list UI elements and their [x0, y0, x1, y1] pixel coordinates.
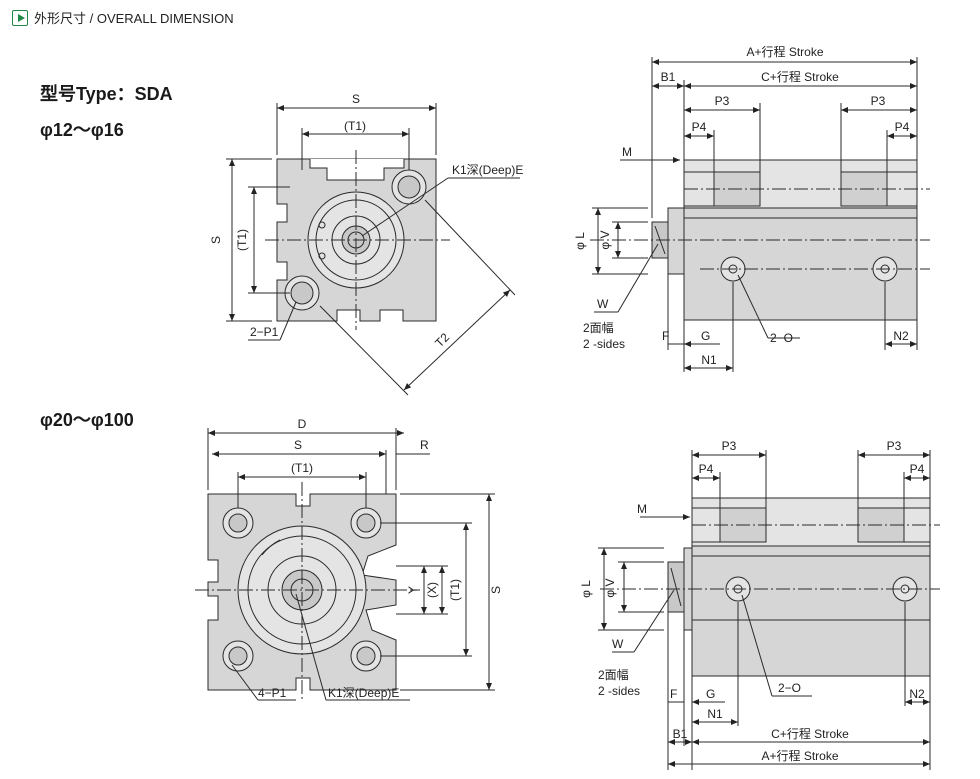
dim-phiL-large: φ L — [579, 580, 593, 598]
dim-P3-left-large: P3 — [722, 439, 737, 453]
dim-S-left-small: S — [209, 236, 223, 244]
dim-A-stroke-small: A+行程 Stroke — [746, 44, 823, 59]
dim-T1-right-large: (T1) — [448, 579, 462, 601]
label-2-O-small: 2−O — [770, 331, 793, 345]
dim-P3-left-small: P3 — [715, 94, 730, 108]
dim-T1-left-small: (T1) — [235, 229, 249, 251]
dim-M-large: M — [637, 502, 647, 516]
dim-N1-small: N1 — [701, 353, 717, 367]
dim-C-stroke-small: C+行程 Stroke — [761, 69, 839, 84]
label-K1-small: K1深(Deep)E — [452, 163, 523, 177]
dim-N2-small: N2 — [893, 329, 909, 343]
dim-S-top-small: S — [352, 92, 360, 106]
front-view-large — [195, 428, 495, 702]
label-2faces-large: 2面幅 — [598, 667, 629, 682]
dim-X: (X) — [425, 582, 439, 598]
dim-P4-right-large: P4 — [910, 462, 925, 476]
label-K1-large: K1深(Deep)E — [328, 686, 399, 700]
label-2sides-large: 2 -sides — [598, 684, 640, 698]
dim-F-small: F — [662, 329, 669, 343]
dim-Y: Y — [406, 586, 420, 594]
dim-P4-left-large: P4 — [699, 462, 714, 476]
label-W-large: W — [612, 637, 624, 651]
section-header: 外形尺寸 / OVERALL DIMENSION — [12, 8, 234, 27]
dim-P4-right-small: P4 — [895, 120, 910, 134]
range-large-label: φ20～φ100 — [40, 410, 134, 430]
range-small-label: φ12～φ16 — [40, 120, 124, 140]
dim-phiV-small: φ V — [598, 230, 612, 249]
dim-A-stroke-large: A+行程 Stroke — [761, 748, 838, 763]
dim-phiV-large: φ V — [603, 578, 617, 597]
label-2sides-small: 2 -sides — [583, 337, 625, 351]
play-icon — [12, 9, 28, 26]
side-view-large — [598, 450, 940, 770]
dim-D: D — [298, 417, 307, 431]
label-4-P1: 4−P1 — [258, 686, 287, 700]
front-view-small — [226, 103, 520, 396]
dim-C-stroke-large: C+行程 Stroke — [771, 726, 849, 741]
dim-S-right-large: S — [489, 586, 503, 594]
label-2-P1: 2−P1 — [250, 325, 279, 339]
type-label: 型号Type：SDA — [40, 84, 173, 104]
dim-N1-large: N1 — [707, 707, 723, 721]
label-W-small: W — [597, 297, 609, 311]
dim-G-large: G — [706, 687, 715, 701]
side-view-small — [590, 57, 930, 372]
dim-phiL-small: φ L — [573, 232, 587, 250]
dim-B1-large: B1 — [673, 727, 688, 741]
dim-N2-large: N2 — [909, 687, 925, 701]
dim-R: R — [420, 438, 429, 452]
dim-S-top-large: S — [294, 438, 302, 452]
dim-T1-top-large: (T1) — [291, 461, 313, 475]
dim-G-small: G — [701, 329, 710, 343]
dim-B1-small: B1 — [661, 70, 676, 84]
dim-T1-top-small: (T1) — [344, 119, 366, 133]
label-2-O-large: 2−O — [778, 681, 801, 695]
dim-M-small: M — [622, 145, 632, 159]
label-2faces-small: 2面幅 — [583, 320, 614, 335]
dim-P4-left-small: P4 — [692, 120, 707, 134]
dim-P3-right-small: P3 — [871, 94, 886, 108]
section-title: 外形尺寸 / OVERALL DIMENSION — [34, 11, 234, 26]
dim-F-large: F — [670, 687, 677, 701]
dim-P3-right-large: P3 — [887, 439, 902, 453]
